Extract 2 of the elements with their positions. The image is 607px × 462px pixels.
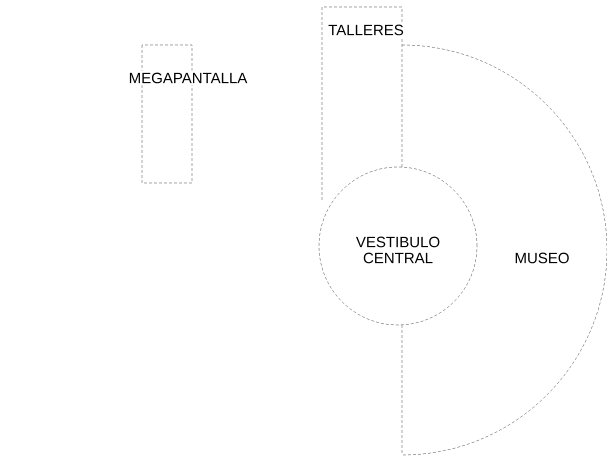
node-label: TALLERES <box>328 24 404 36</box>
screen-box: MEGAPANTALLA <box>126 44 250 184</box>
